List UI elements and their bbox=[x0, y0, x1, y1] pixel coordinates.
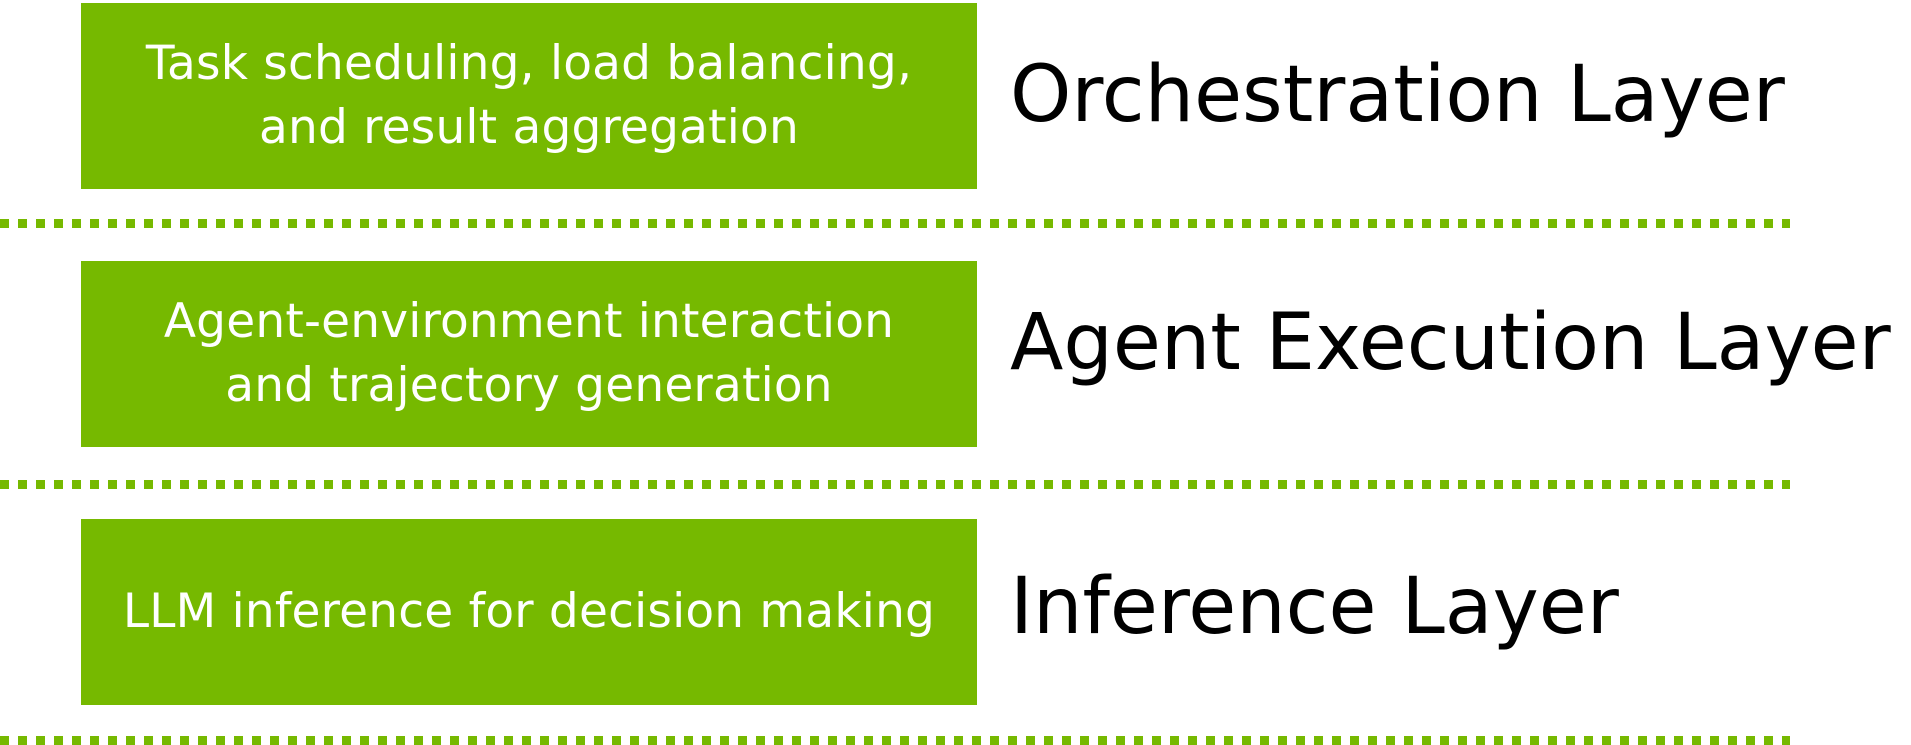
inference-layer-label: Inference Layer bbox=[1010, 562, 1619, 652]
inference-layer-description: LLM inference for decision making bbox=[122, 584, 936, 639]
layer-separator bbox=[0, 219, 1790, 228]
orchestration-layer-box: Task scheduling, load balancing, and res… bbox=[81, 3, 977, 189]
agent-execution-layer-description: Agent-environment interaction and trajec… bbox=[163, 294, 895, 413]
agent-execution-layer-box: Agent-environment interaction and trajec… bbox=[81, 261, 977, 447]
layer-separator bbox=[0, 736, 1790, 745]
agent-execution-layer-label: Agent Execution Layer bbox=[1010, 298, 1891, 388]
layer-separator bbox=[0, 480, 1790, 489]
orchestration-layer-label: Orchestration Layer bbox=[1010, 50, 1785, 140]
inference-layer-box: LLM inference for decision making bbox=[81, 519, 977, 705]
orchestration-layer-description: Task scheduling, load balancing, and res… bbox=[145, 36, 913, 155]
